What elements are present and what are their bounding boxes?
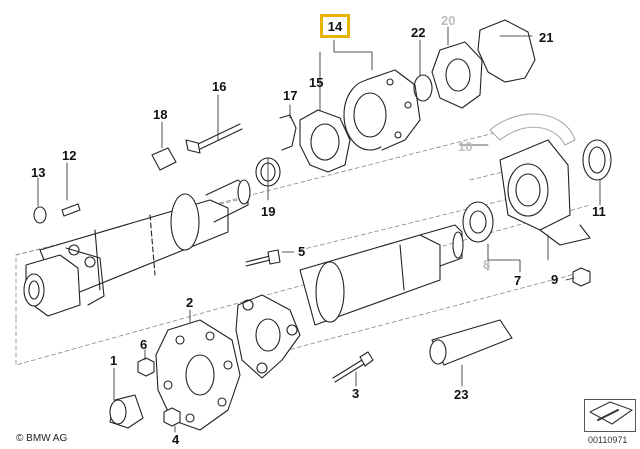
- label-part-21[interactable]: 21: [539, 30, 554, 45]
- part-10-cover: [489, 113, 576, 146]
- label-part-12[interactable]: 12: [62, 148, 77, 163]
- label-part-19[interactable]: 19: [261, 204, 276, 219]
- bmw-etk-arrow-icon: [589, 401, 633, 425]
- part-4-nut: [163, 407, 181, 427]
- label-part-6[interactable]: 6: [140, 337, 148, 352]
- label-part-18[interactable]: 18: [153, 107, 168, 122]
- part-17-clip: [279, 114, 297, 151]
- part-21-gasket: [477, 19, 536, 83]
- label-part-11[interactable]: 11: [592, 204, 606, 219]
- label-part-13[interactable]: 13: [31, 165, 46, 180]
- label-part-7[interactable]: 7: [514, 273, 522, 288]
- label-part-23[interactable]: 23: [454, 387, 469, 402]
- label-part-2[interactable]: 2: [186, 295, 194, 310]
- navigation-logo-box[interactable]: [584, 399, 636, 432]
- part-6-nut: [137, 357, 155, 377]
- flange-rear: [235, 294, 301, 379]
- part-20-disc: [431, 41, 483, 109]
- part-15-plate: [299, 109, 351, 173]
- part-3-bolt: [332, 359, 365, 383]
- label-part-16[interactable]: 16: [212, 79, 227, 94]
- part-9-nut: [572, 267, 591, 287]
- part-12-bolt: [61, 203, 81, 217]
- part-14-housing: [343, 69, 421, 151]
- part-23-tube: [429, 319, 513, 366]
- label-part-8[interactable]: 8: [483, 257, 491, 272]
- part-7-support: [499, 139, 591, 246]
- leader-lines: [37, 26, 601, 433]
- part-5-bolt: [245, 255, 271, 267]
- part-22-ring: [413, 74, 433, 102]
- highlighted-part-14[interactable]: 14: [320, 14, 350, 38]
- image-number: 00110971: [588, 435, 628, 445]
- label-part-10[interactable]: 10: [458, 139, 473, 154]
- part-1-bushing: [109, 394, 144, 429]
- label-part-15[interactable]: 15: [309, 75, 324, 90]
- label-part-4[interactable]: 4: [172, 432, 180, 447]
- driveshaft-rear: [299, 224, 464, 326]
- label-part-5[interactable]: 5: [298, 244, 306, 259]
- part-16-bolt: [195, 123, 243, 151]
- part-14-label: 14: [327, 18, 343, 34]
- part-2-flex-disc: [155, 319, 241, 431]
- label-part-3[interactable]: 3: [352, 386, 360, 401]
- label-part-20[interactable]: 20: [441, 13, 456, 28]
- driveshaft-front: [23, 179, 251, 317]
- part-8-bearing: [462, 201, 494, 243]
- label-part-17[interactable]: 17: [283, 88, 298, 103]
- part-13-washer: [33, 206, 47, 224]
- copyright-text: © BMW AG: [16, 433, 68, 444]
- part-11-seal: [582, 139, 612, 181]
- label-part-9[interactable]: 9: [551, 272, 559, 287]
- label-part-22[interactable]: 22: [411, 25, 426, 40]
- part-18-plug: [151, 147, 177, 171]
- label-part-1[interactable]: 1: [110, 353, 118, 368]
